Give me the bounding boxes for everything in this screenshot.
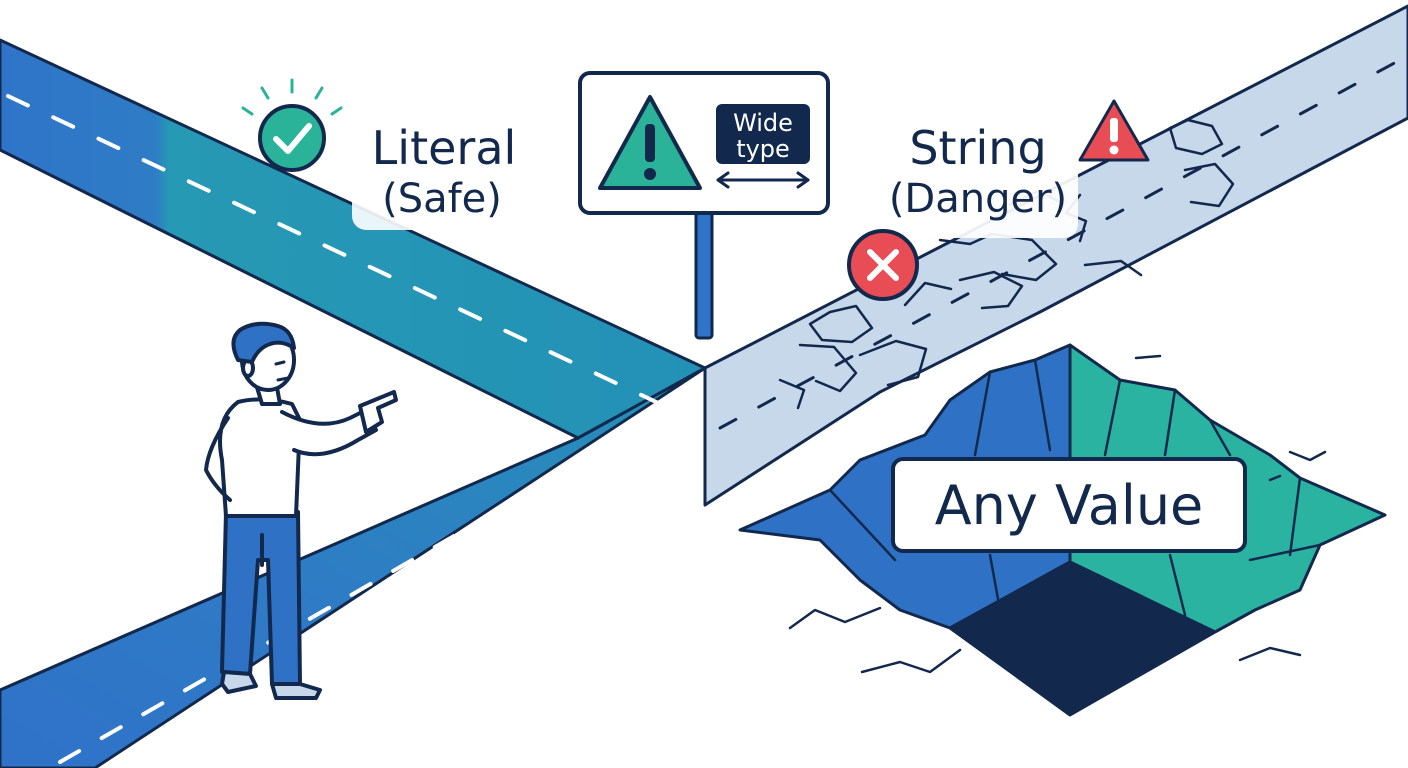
danger-label-line2: (Danger) (889, 176, 1067, 222)
safe-label-line2: (Safe) (382, 176, 502, 222)
wide-type-badge (716, 104, 810, 164)
wide-type-line1: Wide (733, 109, 793, 137)
any-value-pit: Any Value (738, 343, 1387, 717)
safe-label-line1: Literal (372, 121, 517, 175)
danger-road (703, 4, 1408, 507)
warning-triangle-icon (598, 95, 702, 190)
x-circle-icon (847, 229, 919, 301)
any-value-label: Any Value (935, 474, 1204, 537)
warning-triangle-icon (1078, 99, 1150, 162)
person-pointing (204, 321, 398, 700)
safe-label: Literal (Safe) (241, 78, 532, 230)
wide-type-line2: type (736, 135, 790, 163)
check-circle-icon (241, 78, 343, 172)
danger-label: String (Danger) (847, 99, 1150, 301)
warning-sign: Wide type (578, 71, 830, 340)
double-arrow-icon (716, 171, 810, 189)
danger-label-line1: String (909, 121, 1046, 175)
any-value-box (891, 457, 1247, 553)
